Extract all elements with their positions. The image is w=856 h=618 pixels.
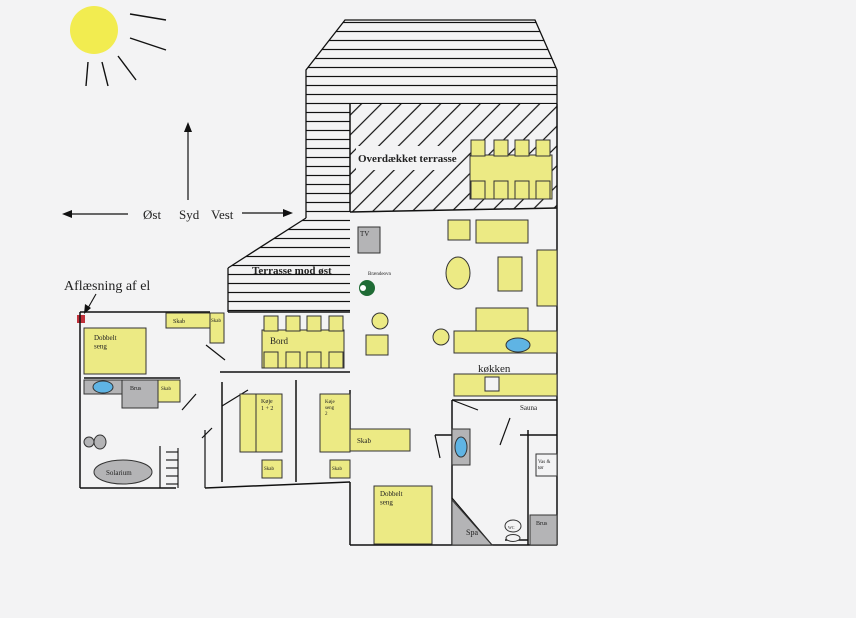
solarium-label: Solarium [106,469,132,477]
solarium [93,459,153,485]
kitchen-hob [484,376,500,392]
compass-label-south: Syd [179,207,200,222]
toilet-label: WC [508,525,515,530]
shower-1 [121,379,159,409]
tv-cabinet [357,226,381,254]
sauna-label: Sauna [520,404,538,412]
tv-label: TV [360,230,369,238]
kitchen-label: køkken [478,363,511,375]
washbasin-2 [454,436,468,458]
spa [451,498,494,546]
shower-1-label: Brus [130,386,142,392]
electric-meter-icon [77,315,85,323]
north-arrow-icon [184,122,192,200]
bunk-bed-2 [319,393,351,453]
closet-5-label: Skab [332,467,343,472]
bunk-bed-1b [255,393,283,453]
closet-6 [349,428,411,452]
compass-arrow-east-icon [62,210,128,218]
stove-label: Brændeovn [368,272,392,277]
dining-table [261,315,345,369]
closet-6-label: Skab [357,437,372,445]
compass-label-west: Vest [211,207,234,222]
closet-3-label: Skab [161,387,172,392]
sun-icon [70,6,167,87]
double-bed-1 [83,327,147,375]
closet-4 [261,459,283,479]
washer-dryer-label: Vas &tør [538,460,550,471]
spa-label: Spa [466,528,478,537]
closet-4-label: Skab [264,467,275,472]
double-bed-2 [373,485,433,545]
meter-label: Aflæsning af el [64,279,150,294]
east-terrace-label: Terrasse mod øst [252,265,332,277]
closet-2-label: Skab [211,319,222,324]
compass-arrow-west-icon [242,209,293,217]
stairs [166,448,179,488]
terrace-dining-set [469,139,553,200]
bunk-bed-1a [239,393,259,453]
toilet-1 [83,434,107,450]
table-label: Bord [270,336,289,346]
closet-2 [209,312,225,344]
washbasin-1 [92,380,114,394]
closet-3 [157,379,181,403]
wood-stove-icon [359,280,375,296]
closet-1-label: Skab [173,319,185,325]
toilet-2 [504,519,522,542]
covered-terrace-label: Overdækket terrasse [358,153,457,165]
washer-dryer [535,453,558,477]
meter-arrow-icon [84,293,97,314]
shower-2 [529,514,558,546]
compass-label-east: Øst [143,207,161,222]
living-room-furniture [365,219,558,397]
shower-2-label: Brus [536,521,548,527]
closet-5 [329,459,351,479]
kitchen-sink [505,337,531,353]
